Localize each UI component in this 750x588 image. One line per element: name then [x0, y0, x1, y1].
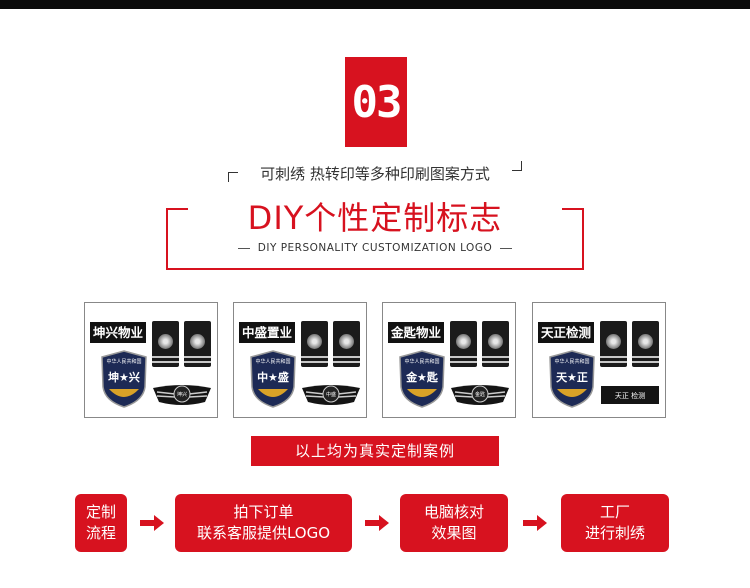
case-name: 天正检测 [538, 322, 595, 343]
step-factory-embroidery: 工厂 进行刺绣 [561, 494, 669, 552]
badge-text: 天正 检测 [615, 391, 645, 400]
section-subtitle: 可刺绣 热转印等多种印刷图案方式 [260, 165, 490, 183]
process-label-line2: 流程 [85, 524, 116, 542]
step-place-order: 拍下订单 联系客服提供LOGO [175, 494, 352, 552]
title-frame-left [166, 208, 188, 270]
shield-text: 中★盛 [257, 370, 289, 384]
case-name: 坤兴物业 [90, 322, 147, 343]
step-line2: 效果图 [431, 524, 477, 542]
section-number: 03 [345, 57, 407, 147]
step-verify-design: 电脑核对 效果图 [400, 494, 508, 552]
epaulette-icon [632, 321, 659, 367]
epaulette-icon [333, 321, 360, 367]
shield-top-text: 中华人民共和国 [106, 358, 141, 365]
step-line1: 电脑核对 [423, 503, 484, 521]
epaulette-icon [301, 321, 328, 367]
badge-text: 中盛 [326, 391, 336, 398]
shield-patch-icon: 中华人民共和国 中★盛 [250, 350, 296, 408]
step-line1: 工厂 [599, 503, 630, 521]
case-card[interactable]: 天正检测 中华人民共和国 天★正 天正 检测 [532, 302, 666, 418]
divider-line [238, 247, 250, 249]
step-line2: 进行刺绣 [584, 524, 645, 542]
epaulette-icon [184, 321, 211, 367]
case-card[interactable]: 坤兴物业 中华人民共和国 坤★兴 坤兴 [84, 302, 218, 418]
shield-text: 坤★兴 [108, 370, 140, 384]
subtitle-corner-right [512, 161, 522, 171]
title-frame-bottom [166, 268, 584, 270]
step-line2: 联系客服提供LOGO [196, 524, 331, 542]
epaulette-icon [600, 321, 627, 367]
badge-text: 坤兴 [177, 391, 187, 398]
wing-badge-icon: 中盛 [302, 385, 360, 405]
shield-top-text: 中华人民共和国 [404, 358, 439, 365]
right-arrow-icon [365, 515, 389, 531]
divider-line [500, 247, 512, 249]
top-bar [0, 0, 750, 9]
shield-text: 金★匙 [405, 370, 439, 384]
right-arrow-icon [523, 515, 547, 531]
case-card[interactable]: 金匙物业 中华人民共和国 金★匙 金匙 [382, 302, 516, 418]
wing-badge-icon: 金匙 [451, 385, 509, 405]
case-name: 中盛置业 [239, 322, 296, 343]
shield-patch-icon: 中华人民共和国 金★匙 [399, 350, 445, 408]
wing-badge-icon: 坤兴 [153, 385, 211, 405]
process-label-line1: 定制 [85, 503, 116, 521]
epaulette-icon [482, 321, 509, 367]
section-title: DIY个性定制标志 [247, 199, 503, 237]
shield-patch-icon: 中华人民共和国 坤★兴 [101, 350, 147, 408]
shield-top-text: 中华人民共和国 [255, 358, 290, 365]
title-frame-right [562, 208, 584, 270]
english-title: DIY PERSONALITY CUSTOMIZATION LOGO [257, 242, 493, 254]
step-line1: 拍下订单 [233, 503, 294, 521]
shield-patch-icon: 中华人民共和国 天★正 [549, 350, 595, 408]
badge-text: 金匙 [475, 391, 485, 398]
case-name: 金匙物业 [388, 322, 445, 343]
epaulette-icon [450, 321, 477, 367]
real-cases-label: 以上均为真实定制案例 [251, 436, 499, 466]
case-gallery: 坤兴物业 中华人民共和国 坤★兴 坤兴 中盛置业 中华人民共和国 中★盛 [84, 302, 666, 420]
english-title-row: DIY PERSONALITY CUSTOMIZATION LOGO [230, 240, 520, 256]
right-arrow-icon [140, 515, 164, 531]
epaulette-icon [152, 321, 179, 367]
shield-top-text: 中华人民共和国 [554, 358, 589, 365]
wing-badge-icon: 天正 检测 [601, 386, 659, 404]
case-card[interactable]: 中盛置业 中华人民共和国 中★盛 中盛 [233, 302, 367, 418]
process-label: 定制 流程 [75, 494, 127, 552]
shield-text: 天★正 [556, 371, 588, 384]
subtitle-corner-left [228, 172, 238, 182]
